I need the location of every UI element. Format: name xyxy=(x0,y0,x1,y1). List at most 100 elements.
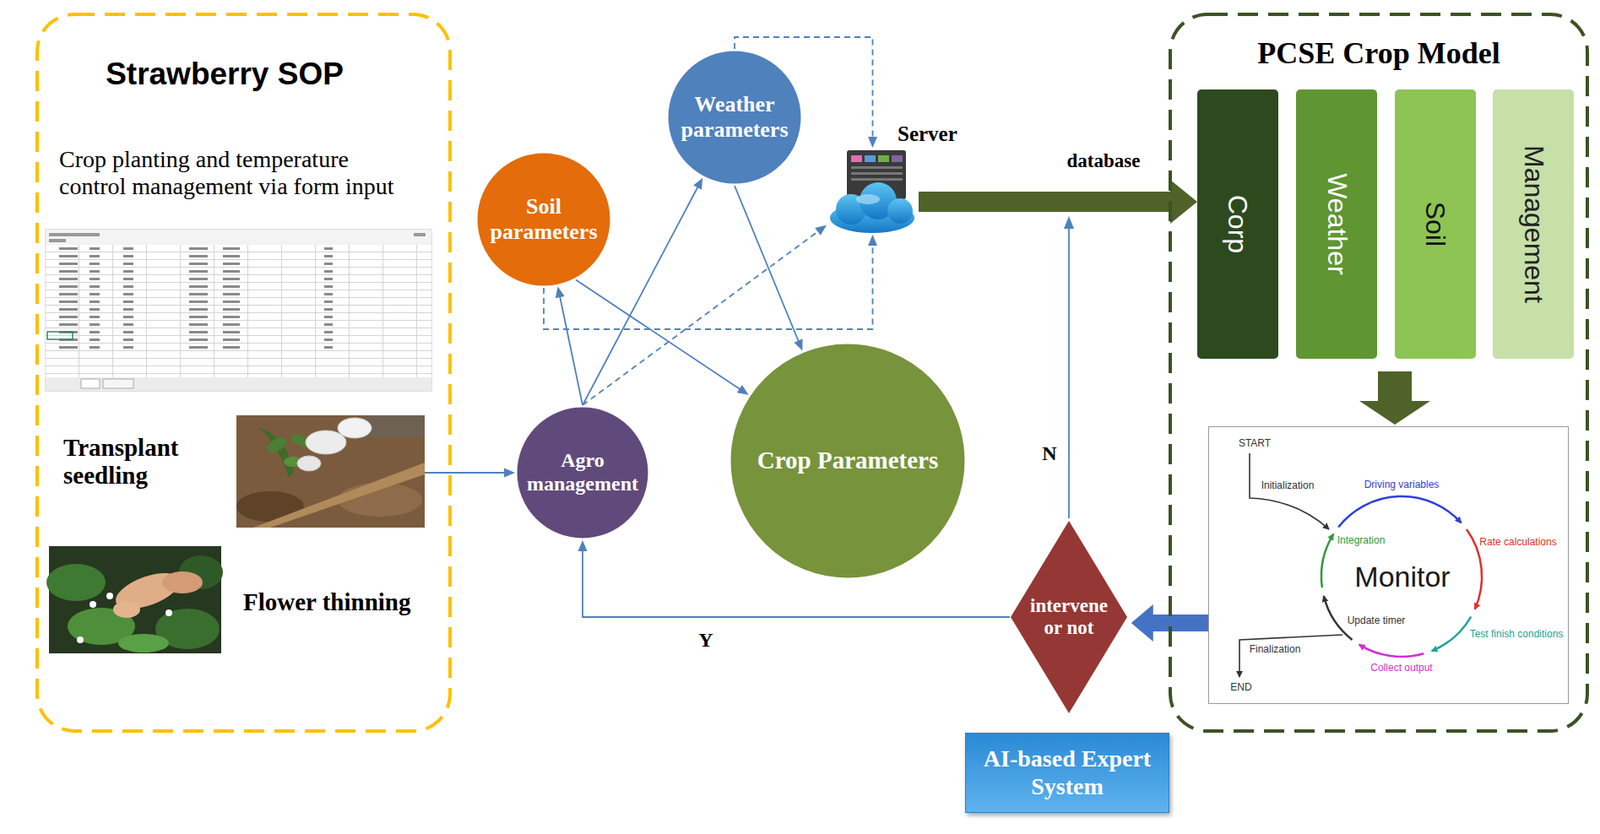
server-icon xyxy=(864,155,876,163)
cycle-step: Collect output xyxy=(1370,662,1432,675)
text-holder: Test finish conditions xyxy=(1469,629,1564,641)
transplant-photo xyxy=(253,462,425,528)
node-label: Monitor xyxy=(1354,560,1450,594)
connector xyxy=(918,191,1172,212)
cycle-step: END xyxy=(1230,682,1252,695)
cycle-step: Test finish conditions xyxy=(1469,629,1564,641)
panel-title: Strawberry SOP xyxy=(105,56,344,93)
step-label: Transplant seedling xyxy=(63,433,207,491)
text-holder: START xyxy=(1238,438,1271,451)
component-label: Soil xyxy=(1420,201,1452,247)
arrow-head xyxy=(814,225,827,236)
simulation-cycle xyxy=(1321,534,1334,589)
spreadsheet-form xyxy=(48,233,100,237)
arrow-head xyxy=(578,540,588,552)
text-holder: Agro management xyxy=(515,405,651,541)
connector-group xyxy=(555,286,583,406)
connector xyxy=(575,280,741,391)
connector-group xyxy=(918,179,1198,224)
panel-title: PCSE Crop Model xyxy=(1257,36,1500,71)
cycle-step: Integration xyxy=(1337,535,1386,548)
node-label: Soil parameters xyxy=(480,194,608,245)
circle-shape xyxy=(477,152,612,288)
node-label: Server xyxy=(897,122,958,147)
text-holder: Weather xyxy=(1296,89,1378,359)
text-holder: Finalization xyxy=(1249,644,1302,657)
spreadsheet-form xyxy=(45,377,432,391)
arrow-head xyxy=(1131,604,1154,642)
spreadsheet-form xyxy=(103,379,134,389)
connector xyxy=(734,185,799,342)
decision-diamond: intervene or not xyxy=(1009,520,1129,715)
flower-thinning-photo xyxy=(165,609,173,617)
connector xyxy=(559,296,583,406)
flower-thinning-photo xyxy=(76,636,84,644)
arrow-head xyxy=(867,234,878,246)
server-icon xyxy=(851,155,863,163)
text-holder: AI-based Expert System xyxy=(965,733,1169,813)
text-holder: database xyxy=(1067,150,1141,173)
cycle-step: Rate calculations xyxy=(1479,536,1557,549)
text-holder: END xyxy=(1230,682,1252,695)
flower-thinning-photo xyxy=(162,571,203,594)
server-icon xyxy=(891,155,903,163)
parameter-circle: Agro management xyxy=(515,405,651,541)
simulation-cycle xyxy=(1239,453,1482,678)
parameter-circle: Weather parameters xyxy=(666,48,803,186)
transplant-photo xyxy=(305,430,347,455)
connector-group xyxy=(575,280,749,396)
dashed-outline xyxy=(37,14,451,732)
transplant-photo xyxy=(257,427,294,478)
circle-shape xyxy=(730,343,966,580)
flower-thinning-photo xyxy=(89,601,97,608)
component-label: Corp xyxy=(1222,195,1254,254)
spreadsheet-form xyxy=(413,233,426,237)
text-holder: intervene or not xyxy=(1009,520,1129,715)
flow-arrow xyxy=(1359,371,1431,425)
text-holder: Corp xyxy=(1197,89,1279,359)
connector xyxy=(1152,614,1209,632)
model-component-bar: Management xyxy=(1492,89,1574,359)
server-icon xyxy=(856,194,880,205)
transplant-photo xyxy=(236,415,425,528)
server-icon xyxy=(851,172,903,175)
parameter-circle: Soil parameters xyxy=(475,151,613,288)
node-label: intervene or not xyxy=(1026,595,1112,640)
connector-group xyxy=(734,185,803,352)
no-branch-line xyxy=(1068,227,1070,519)
branch-label: N xyxy=(1041,442,1057,467)
edge-label: Y xyxy=(698,629,713,653)
flower-thinning-photo xyxy=(106,592,114,600)
dashed-outline xyxy=(1170,14,1588,732)
arrow-head xyxy=(555,286,565,299)
server-icon xyxy=(829,150,915,234)
flower-thinning-photo xyxy=(118,634,169,653)
description-text: Crop planting and temperature control ma… xyxy=(59,146,414,201)
no-branch-line xyxy=(1063,216,1074,229)
spreadsheet-form xyxy=(81,379,100,389)
node-label: AI-based Expert System xyxy=(974,745,1161,800)
parameter-circle: Crop Parameters xyxy=(728,341,967,581)
flower-thinning-photo xyxy=(46,546,223,654)
text-holder: Collect output xyxy=(1370,662,1432,675)
component-label: Weather xyxy=(1321,173,1353,275)
text-holder: Weather parameters xyxy=(666,48,803,186)
spreadsheet-form xyxy=(45,244,432,378)
simulation-cycle xyxy=(1249,453,1329,530)
transplant-photo xyxy=(236,415,425,528)
cycle-step: START xyxy=(1238,438,1271,451)
transplant-photo xyxy=(363,415,425,438)
simulation-cycle xyxy=(1359,645,1425,657)
spreadsheet-form xyxy=(47,331,73,340)
sop-panel: Strawberry SOP Crop planting and temperat… xyxy=(35,12,452,733)
server-node: Server xyxy=(826,147,919,235)
cycle-step: Update timer xyxy=(1347,615,1406,628)
text-holder: Flower thinning xyxy=(243,588,411,617)
node-label: Agro management xyxy=(519,449,646,496)
simulation-cycle xyxy=(1431,617,1472,652)
cycle-step: Driving variables xyxy=(1364,479,1440,492)
text-holder: Strawberry SOP xyxy=(105,56,344,93)
text-holder: Server xyxy=(897,122,958,147)
text-holder: Soil parameters xyxy=(475,151,613,288)
connector xyxy=(451,471,505,474)
